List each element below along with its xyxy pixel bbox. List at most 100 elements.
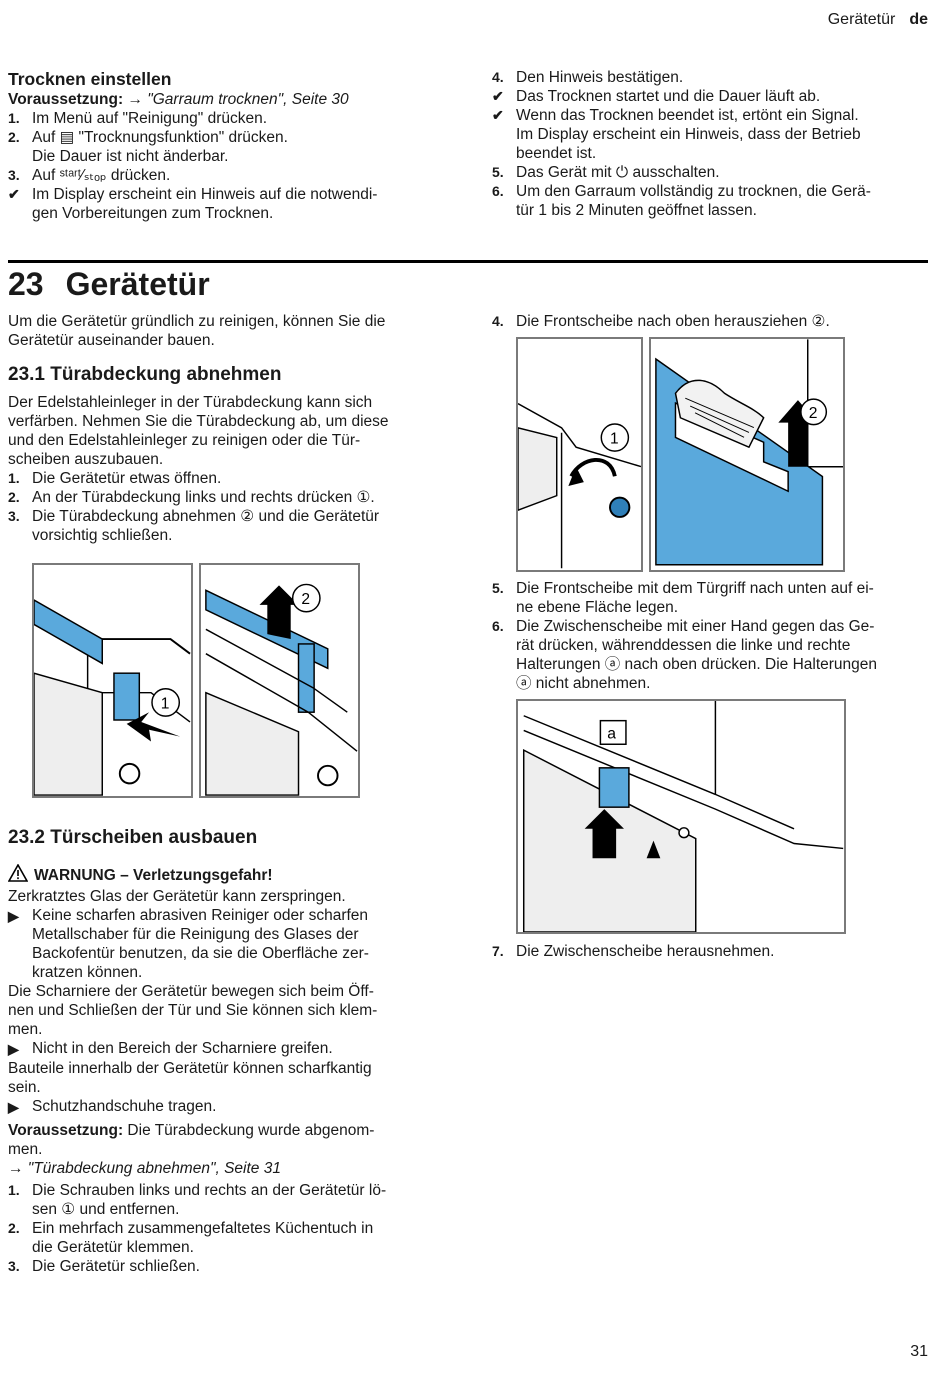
warning-text-1: Zerkratztes Glas der Gerätetür kann zers… <box>8 888 346 905</box>
chapter-number: 23 <box>8 266 44 302</box>
checkmark-icon: ✔ <box>492 88 504 104</box>
sec232-prereq-label: Voraussetzung: <box>8 1122 124 1139</box>
step-text: Die Gerätetür schließen. <box>32 1258 200 1275</box>
section-23-1-paragraph: Der Edelstahleinleger in der Türabdeckun… <box>8 394 389 468</box>
warning-action-2-text: Nicht in den Bereich der Scharniere grei… <box>32 1040 333 1057</box>
left-column: Um die Gerätetür gründlich zu reinigen, … <box>8 312 448 545</box>
page-number: 31 <box>910 1343 928 1360</box>
running-header-language: de <box>909 11 928 28</box>
step-item: 6. Die Zwischenscheibe mit einer Hand geg… <box>492 617 932 693</box>
step-item: 3. Die Türabdeckung abnehmen ② und die Ge… <box>8 507 448 545</box>
step-number: 6. <box>492 618 504 634</box>
sec232-prerequisite: Voraussetzung: Die Türabdeckung wurde ab… <box>8 1121 448 1159</box>
step-text: Die Zwischenscheibe herausnehmen. <box>516 943 775 960</box>
step-text: Das Trocknen startet und die Dauer läuft… <box>516 88 821 105</box>
section-23-2-steps: 1.Die Schrauben links und rechts an der … <box>8 1181 448 1276</box>
figure-front-pane-pull-drawing: 2 <box>655 339 843 566</box>
step-text: Den Hinweis bestätigen. <box>516 69 684 86</box>
step-item: 1. Die Gerätetür etwas öffnen. <box>8 469 448 488</box>
step-text: Im Menü auf "Reinigung" drücken. <box>32 110 268 127</box>
warning-title: WARNUNG – Verletzungsgefahr! <box>34 867 273 884</box>
figure-screw-loosen: 1 <box>516 337 643 572</box>
step-number: 4. <box>492 69 504 85</box>
trocknen-title: Trocknen einstellen <box>8 69 172 89</box>
running-header: Gerätetür de <box>828 10 928 29</box>
prereq-link[interactable]: → "Garraum trocknen", Seite 30 <box>127 91 349 108</box>
step-item: 1.Im Menü auf "Reinigung" drücken. <box>8 109 448 128</box>
figure-front-pane-pull: 2 <box>649 337 845 572</box>
warning-triangle-icon <box>7 863 34 887</box>
step-number: 3. <box>8 167 20 183</box>
figure-cover-press: 1 <box>32 563 193 798</box>
running-header-section: Gerätetür <box>827 11 896 28</box>
trocknen-steps-left: 1.Im Menü auf "Reinigung" drücken.2.Auf … <box>8 109 448 223</box>
step-text: Die Frontscheibe mit dem Türgriff nach u… <box>516 580 874 616</box>
warning-action-1: ▶Keine scharfen abrasiven Reiniger oder … <box>8 906 448 982</box>
right-step-7: 7. Die Zwischenscheibe herausnehmen. <box>492 942 932 961</box>
step-text: Im Display erscheint ein Hinweis auf die… <box>32 186 378 222</box>
right-step-4: 4. Die Frontscheibe nach oben herauszieh… <box>492 312 932 331</box>
step-text: Die Türabdeckung abnehmen ② und die Gerä… <box>32 508 380 544</box>
step-item: 5. Die Frontscheibe mit dem Türgriff nach… <box>492 579 932 617</box>
figure-holder-push-drawing: a <box>522 701 844 932</box>
trocknen-section-continued: 4. Den Hinweis bestätigen. ✔ Das Trocknen s… <box>492 68 932 220</box>
warning-heading: WARNUNG – Verletzungsgefahr! <box>7 863 448 887</box>
warning-action-1-text: Keine scharfen abrasiven Reiniger oder s… <box>32 907 369 981</box>
step-text: Um den Garraum vollständig zu trocknen, … <box>516 183 871 219</box>
checkmark-icon: ✔ <box>492 107 504 123</box>
chapter-title: Gerätetür <box>65 266 210 302</box>
figure-label-1: 1 <box>161 695 170 712</box>
figure-holder-push: a <box>516 699 846 934</box>
step-number: 3. <box>8 1258 20 1274</box>
sec232-prereq-text: Die Türabdeckung wurde abgenom- men. <box>8 1122 375 1158</box>
chapter-heading: 23 Gerätetür <box>8 264 210 304</box>
step-item: 2. An der Türabdeckung links und rechts d… <box>8 488 448 507</box>
chapter-rule <box>8 260 928 263</box>
step-number: 5. <box>492 164 504 180</box>
figure-label-2: 2 <box>301 591 310 608</box>
step-item: 5. Das Gerät mit ⏻ ausschalten. <box>492 163 932 182</box>
figure-cover-remove-drawing: 2 <box>205 583 358 796</box>
figure-label-2b: 2 <box>809 405 818 422</box>
step-text: Auf ˢᵗᵃʳᵗ⁄ₛₜₒₚ drücken. <box>32 167 171 184</box>
step-text: Wenn das Trocknen beendet ist, ertönt ei… <box>516 107 861 162</box>
step-item: 3. Auf ˢᵗᵃʳᵗ⁄ₛₜₒₚ drücken. <box>8 166 448 185</box>
trocknen-section: Trocknen einstellen Voraussetzung: → "Ga… <box>8 68 448 223</box>
step-text: Ein mehrfach zusammengefaltetes Küchentu… <box>32 1220 374 1256</box>
sec232-prereq-link[interactable]: → "Türabdeckung abnehmen", Seite 31 <box>8 1160 281 1177</box>
warning-text-3: Bauteile innerhalb der Gerätetür können … <box>8 1060 372 1096</box>
right-steps-5-6: 5. Die Frontscheibe mit dem Türgriff nach… <box>492 579 932 693</box>
step-item: ✔ Das Trocknen startet und die Dauer läuf… <box>492 87 932 106</box>
step-number: 5. <box>492 580 504 596</box>
intro-text: Um die Gerätetür gründlich zu reinigen, … <box>8 313 386 349</box>
figure-label-1b: 1 <box>610 430 619 447</box>
step-item: 4. Den Hinweis bestätigen. <box>492 68 932 87</box>
step-text: Die Schrauben links und rechts an der Ge… <box>32 1182 387 1218</box>
step-number: 6. <box>492 183 504 199</box>
section-23-1-steps: 1. Die Gerätetür etwas öffnen. 2. An der Tü… <box>8 469 448 545</box>
section-23-2: 23.2 Türscheiben ausbauen WARNUNG – Verl… <box>7 826 448 1276</box>
step-text: Die Frontscheibe nach oben herausziehen … <box>516 313 830 330</box>
step-text: Die Gerätetür etwas öffnen. <box>32 470 222 487</box>
step-item: ✔ Wenn das Trocknen beendet ist, ertönt e… <box>492 106 932 163</box>
trocknen-prerequisite: Voraussetzung: → "Garraum trocknen", Sei… <box>8 90 448 109</box>
step-text: An der Türabdeckung links und rechts drü… <box>32 489 375 506</box>
step-number: 4. <box>492 313 504 329</box>
prereq-label: Voraussetzung: <box>8 91 124 108</box>
step-number: 1. <box>8 470 20 486</box>
warning-action-2: ▶Nicht in den Bereich der Scharniere gre… <box>8 1039 448 1059</box>
step-item: ✔ Im Display erscheint ein Hinweis auf di… <box>8 185 448 223</box>
warning-text-2: Die Scharniere der Gerätetür bewegen sic… <box>8 983 378 1038</box>
step-item: 1.Die Schrauben links und rechts an der … <box>8 1181 448 1219</box>
figure-cover-remove: 2 <box>199 563 360 798</box>
step-item: 2. Ein mehrfach zusammengefaltetes Küchen… <box>8 1219 448 1257</box>
section-23-1-title: 23.1 Türabdeckung abnehmen <box>8 364 282 385</box>
step-text: Das Gerät mit ⏻ ausschalten. <box>516 164 720 181</box>
step-number: 2. <box>8 489 20 505</box>
figure-cover-press-drawing: 1 <box>34 599 191 796</box>
checkmark-icon: ✔ <box>8 186 20 202</box>
step-text: Die Zwischenscheibe mit einer Hand gegen… <box>516 618 878 692</box>
step-number: 2. <box>8 1220 20 1236</box>
figure-screw-loosen-drawing: 1 <box>518 403 641 569</box>
step-number: 3. <box>8 508 20 524</box>
